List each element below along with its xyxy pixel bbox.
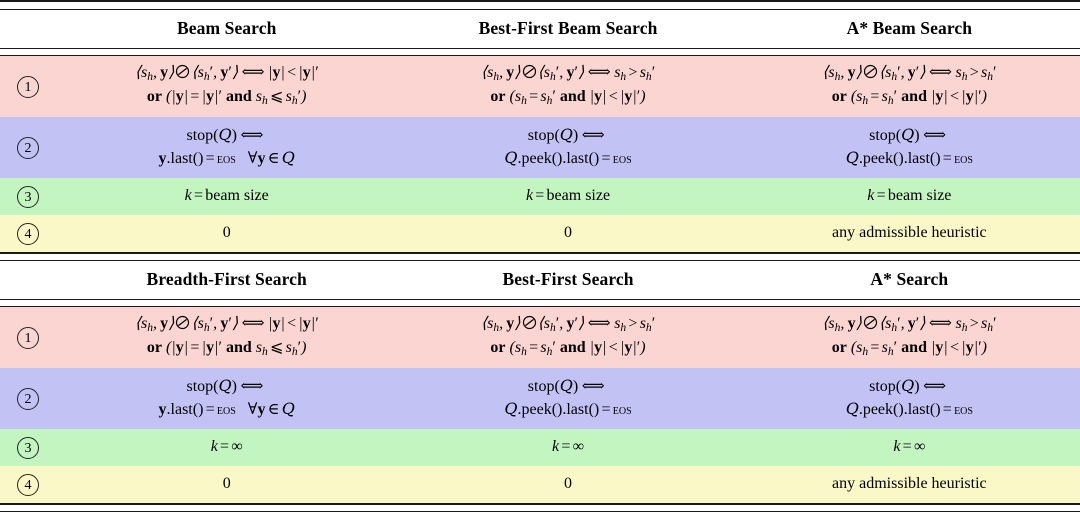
table-row-k-search: 3 k=∞ k=∞ k=∞ [0, 429, 1080, 466]
cell-comparator-a-star-search: ⟨sh, y⟩⟨sh′, y′⟩⟺sh>sh′ or (sh=sh′ and |… [738, 306, 1080, 368]
cell-stop-best-first-beam-search: stop(Q)⟺ Q.peek().last()=eos [397, 117, 739, 178]
circled-number-icon: 4 [17, 473, 40, 496]
circled-number-icon: 4 [17, 222, 40, 245]
comparator-circle-icon [175, 64, 190, 79]
table-row-stop-search: 2 stop(Q)⟺ y.last()=eos ∀y∈Q stop(Q)⟺ Q.… [0, 368, 1080, 429]
k-value-label: beam size [205, 186, 269, 204]
cell-stop-a-star-beam-search: stop(Q)⟺ Q.peek().last()=eos [738, 117, 1080, 178]
cell-heuristic-a-star-search: any admissible heuristic [738, 466, 1080, 504]
cell-comparator-breadth-first-search: ⟨sh, y⟩⟨sh′, y′⟩⟺|y|<|y|′ or (|y|=|y|′ a… [56, 306, 398, 368]
column-header-best-first-search: Best-First Search [397, 260, 739, 300]
circled-number-icon: 1 [17, 326, 40, 349]
cell-stop-beam-search: stop(Q)⟺ y.last()=eos ∀y∈Q [56, 117, 398, 178]
k-value-label: beam size [546, 186, 611, 204]
circled-number-icon: 3 [17, 436, 40, 459]
circled-number-icon: 1 [17, 75, 40, 98]
k-value-label: ∞ [231, 437, 243, 455]
cell-k-breadth-first-search: k=∞ [56, 429, 398, 466]
header-row-beam: Beam Search Best-First Beam Search A* Be… [0, 9, 1080, 49]
cell-heuristic-a-star-beam-search: any admissible heuristic [738, 215, 1080, 253]
column-header-a-star-beam-search: A* Beam Search [738, 9, 1080, 49]
comparator-circle-icon [522, 315, 537, 330]
column-header-beam-search: Beam Search [56, 9, 398, 49]
top-rule [0, 0, 1080, 10]
row-marker-4-search: 4 [0, 466, 57, 504]
cell-k-best-first-beam-search: k=beam size [397, 178, 739, 215]
circled-number-icon: 3 [17, 185, 40, 208]
comparator-circle-icon [863, 315, 878, 330]
header-corner-cell-2 [0, 260, 57, 300]
cell-heuristic-breadth-first-search: 0 [56, 466, 398, 504]
column-header-best-first-beam-search: Best-First Beam Search [397, 9, 739, 49]
table-row-k-beam: 3 k=beam size k=beam size k=beam size [0, 178, 1080, 215]
table-row-heuristic-beam: 4 0 0 any admissible heuristic [0, 215, 1080, 253]
cell-k-a-star-beam-search: k=beam size [738, 178, 1080, 215]
row-marker-3-search: 3 [0, 429, 57, 466]
column-header-a-star-search: A* Search [738, 260, 1080, 300]
circled-number-icon: 2 [17, 136, 40, 159]
comparator-circle-icon [175, 315, 190, 330]
row-marker-1-beam: 1 [0, 55, 57, 117]
comparator-circle-icon [522, 64, 537, 79]
k-value-label: ∞ [572, 437, 585, 455]
k-value-label: beam size [887, 186, 952, 204]
header-rule-search [0, 299, 1080, 307]
row-marker-3-beam: 3 [0, 178, 57, 215]
cell-heuristic-best-first-search: 0 [397, 466, 739, 504]
row-marker-1-search: 1 [0, 306, 57, 368]
bottom-rule [0, 503, 1080, 512]
table-row-heuristic-search: 4 0 0 any admissible heuristic [0, 466, 1080, 504]
cell-comparator-a-star-beam-search: ⟨sh, y⟩⟨sh′, y′⟩⟺sh>sh′ or (sh=sh′ and |… [738, 55, 1080, 117]
cell-heuristic-best-first-beam-search: 0 [397, 215, 739, 253]
cell-comparator-best-first-beam-search: ⟨sh, y⟩⟨sh′, y′⟩⟺sh>sh′ or (sh=sh′ and |… [397, 55, 739, 117]
header-rule-beam [0, 48, 1080, 56]
cell-k-a-star-search: k=∞ [738, 429, 1080, 466]
row-marker-2-beam: 2 [0, 117, 57, 178]
cell-heuristic-beam-search: 0 [56, 215, 398, 253]
circled-number-icon: 2 [17, 387, 40, 410]
table-row-comparator-beam: 1 ⟨sh, y⟩⟨sh′, y′⟩⟺|y|<|y|′ or (|y|=|y|′… [0, 55, 1080, 117]
row-marker-2-search: 2 [0, 368, 57, 429]
table-row-stop-beam: 2 stop(Q)⟺ y.last()=eos ∀y∈Q stop(Q)⟺ Q.… [0, 117, 1080, 178]
table-row-comparator-search: 1 ⟨sh, y⟩⟨sh′, y′⟩⟺|y|<|y|′ or (|y|=|y|′… [0, 306, 1080, 368]
k-value-label: ∞ [913, 437, 926, 455]
header-corner-cell [0, 9, 57, 49]
cell-comparator-best-first-search: ⟨sh, y⟩⟨sh′, y′⟩⟺sh>sh′ or (sh=sh′ and |… [397, 306, 739, 368]
comparator-circle-icon [863, 64, 878, 79]
cell-stop-breadth-first-search: stop(Q)⟺ y.last()=eos ∀y∈Q [56, 368, 398, 429]
cell-stop-best-first-search: stop(Q)⟺ Q.peek().last()=eos [397, 368, 739, 429]
header-row-search: Breadth-First Search Best-First Search A… [0, 260, 1080, 300]
row-marker-4-beam: 4 [0, 215, 57, 253]
column-header-breadth-first-search: Breadth-First Search [56, 260, 398, 300]
cell-k-beam-search: k=beam size [56, 178, 398, 215]
cell-comparator-beam-search: ⟨sh, y⟩⟨sh′, y′⟩⟺|y|<|y|′ or (|y|=|y|′ a… [56, 55, 398, 117]
cell-k-best-first-search: k=∞ [397, 429, 739, 466]
cell-stop-a-star-search: stop(Q)⟺ Q.peek().last()=eos [738, 368, 1080, 429]
mid-rule [0, 252, 1080, 261]
